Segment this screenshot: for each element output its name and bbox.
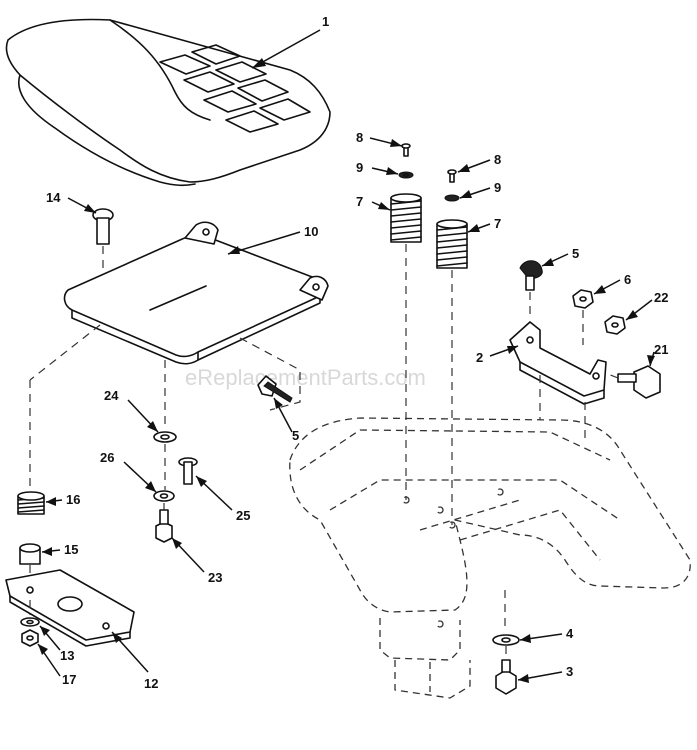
part-seat-pan bbox=[29, 221, 329, 490]
part-knob-right bbox=[519, 260, 543, 320]
callout-label: 17 bbox=[62, 672, 76, 687]
part-spacer bbox=[19, 543, 41, 578]
callout-15: 15 bbox=[41, 542, 78, 557]
callout-label: 4 bbox=[566, 626, 574, 641]
callout-label: 6 bbox=[624, 272, 631, 287]
callout-5-right: 5 bbox=[541, 246, 579, 267]
callout-10: 10 bbox=[227, 224, 318, 255]
callout-label: 5 bbox=[292, 428, 299, 443]
callout-3: 3 bbox=[517, 664, 573, 683]
part-spring-set-left bbox=[390, 143, 422, 500]
callout-12: 12 bbox=[111, 631, 158, 691]
callout-2: 2 bbox=[476, 345, 519, 365]
callout-label: 16 bbox=[66, 492, 80, 507]
callout-17: 17 bbox=[37, 643, 76, 687]
callout-9-left: 9 bbox=[356, 160, 399, 175]
callout-13: 13 bbox=[39, 625, 74, 663]
frame-phantom bbox=[289, 417, 691, 699]
callout-label: 24 bbox=[104, 388, 119, 403]
part-nut-washer bbox=[20, 617, 40, 647]
callout-label: 13 bbox=[60, 648, 74, 663]
callout-label: 22 bbox=[654, 290, 668, 305]
part-seat bbox=[5, 18, 331, 187]
callout-label: 25 bbox=[236, 508, 250, 523]
part-bolt-3 bbox=[495, 659, 517, 695]
callout-8-right: 8 bbox=[457, 152, 501, 173]
callout-label: 10 bbox=[304, 224, 318, 239]
callout-label: 1 bbox=[322, 14, 329, 29]
callout-26: 26 bbox=[100, 450, 157, 493]
callout-label: 14 bbox=[46, 190, 61, 205]
callout-21: 21 bbox=[647, 342, 668, 367]
part-knob bbox=[92, 208, 114, 270]
part-spring-small bbox=[17, 491, 45, 515]
callout-label: 9 bbox=[356, 160, 363, 175]
callout-label: 8 bbox=[494, 152, 501, 167]
callout-6: 6 bbox=[593, 272, 631, 295]
callout-4: 4 bbox=[519, 626, 574, 643]
part-nut-6 bbox=[572, 289, 594, 345]
callout-label: 7 bbox=[356, 194, 363, 209]
callout-16: 16 bbox=[45, 492, 80, 507]
callout-label: 7 bbox=[494, 216, 501, 231]
callout-label: 15 bbox=[64, 542, 78, 557]
callout-7-left: 7 bbox=[356, 194, 391, 211]
callout-24: 24 bbox=[104, 388, 159, 433]
callout-label: 8 bbox=[356, 130, 363, 145]
callout-label: 23 bbox=[208, 570, 222, 585]
callout-label: 2 bbox=[476, 350, 483, 365]
callout-label: 12 bbox=[144, 676, 158, 691]
callout-label: 9 bbox=[494, 180, 501, 195]
callout-label: 26 bbox=[100, 450, 114, 465]
callout-label: 21 bbox=[654, 342, 668, 357]
part-adjust-knob-left bbox=[239, 337, 301, 411]
callout-9-right: 9 bbox=[459, 180, 501, 199]
callout-22: 22 bbox=[625, 290, 668, 321]
callout-label: 3 bbox=[566, 664, 573, 679]
part-bracket-plate bbox=[5, 569, 135, 647]
part-bolt-21 bbox=[597, 365, 661, 399]
callout-1: 1 bbox=[251, 14, 329, 69]
callout-23: 23 bbox=[171, 537, 222, 585]
callout-14: 14 bbox=[46, 190, 97, 214]
part-spring-set-right bbox=[436, 169, 468, 525]
part-bracket-2 bbox=[509, 321, 607, 440]
part-nut-22 bbox=[604, 315, 626, 335]
part-washers-bolts bbox=[153, 431, 198, 543]
callout-label: 5 bbox=[572, 246, 579, 261]
callout-7-right: 7 bbox=[467, 216, 501, 233]
watermark: eReplacementParts.com bbox=[185, 365, 426, 390]
callout-25: 25 bbox=[195, 475, 250, 523]
callout-5-left: 5 bbox=[273, 397, 299, 443]
callout-8-left: 8 bbox=[356, 130, 403, 147]
